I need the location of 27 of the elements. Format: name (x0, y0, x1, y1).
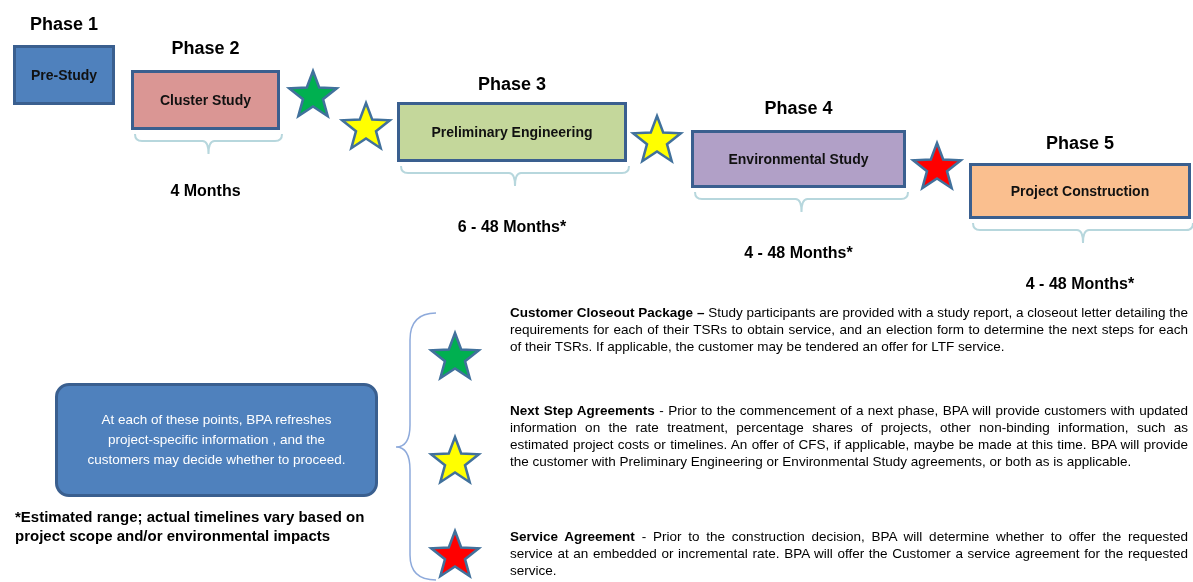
callout-box (55, 383, 378, 497)
duration-label: 4 - 48 Months* (1024, 274, 1136, 294)
duration-label: 6 - 48 Months* (456, 217, 568, 237)
star-marker (285, 67, 341, 120)
star-description: Customer Closeout Package – Study participants are provided with a study report, a closeout letter detailing the requirements for each of their TSRs to obtain service, and an election form to determine the next steps for each of their TSRs. If applicable, the customer may be tendered an offer for LTF service. (510, 304, 1188, 355)
phase-heading: Phase 2 (170, 37, 241, 60)
phase-name: Preliminary Engineering (431, 122, 593, 142)
duration-label: 4 - 48 Months* (743, 243, 854, 263)
star-description: Next Step Agreements - Prior to the commencement of a next phase, BPA will provide customers with updated information on the rate treatment, percentage shares of projects, other non-binding information, such as estimated project costs or timelines. An offer of CFS, if applicable, maybe be made at this time. BPA will provide the customer with Preliminary Engineering or Environmental Study agreements, or both as is applicable. (510, 402, 1188, 470)
star-marker (427, 527, 483, 580)
phase-name: Project Construction (1010, 181, 1150, 201)
phase-heading: Phase 5 (1044, 132, 1115, 155)
callout-text: At each of these points, BPA refreshes project-specific information , and the customers may decide whether to proceed. (86, 411, 347, 469)
phase-name: Cluster Study (160, 90, 251, 110)
phase-heading: Phase 1 (28, 13, 99, 36)
star-marker (909, 139, 965, 192)
phase-name: Pre-Study (30, 65, 98, 85)
star-marker (629, 112, 685, 165)
star-marker (427, 329, 483, 382)
star-description: Service Agreement - Prior to the construction decision, BPA will determine whether to offer the requested service at an embedded or incremental rate. BPA will offer the Customer a service agreement for the requested service. (510, 528, 1188, 579)
duration-label: 4 Months (169, 181, 242, 201)
star-marker (427, 433, 483, 486)
phase-name: Environmental Study (728, 149, 869, 169)
footnote: *Estimated range; actual timelines vary based on project scope and/or environmental impacts (15, 507, 366, 545)
phase-heading: Phase 4 (763, 97, 834, 120)
phase-heading: Phase 3 (476, 73, 547, 96)
star-marker (338, 99, 394, 152)
